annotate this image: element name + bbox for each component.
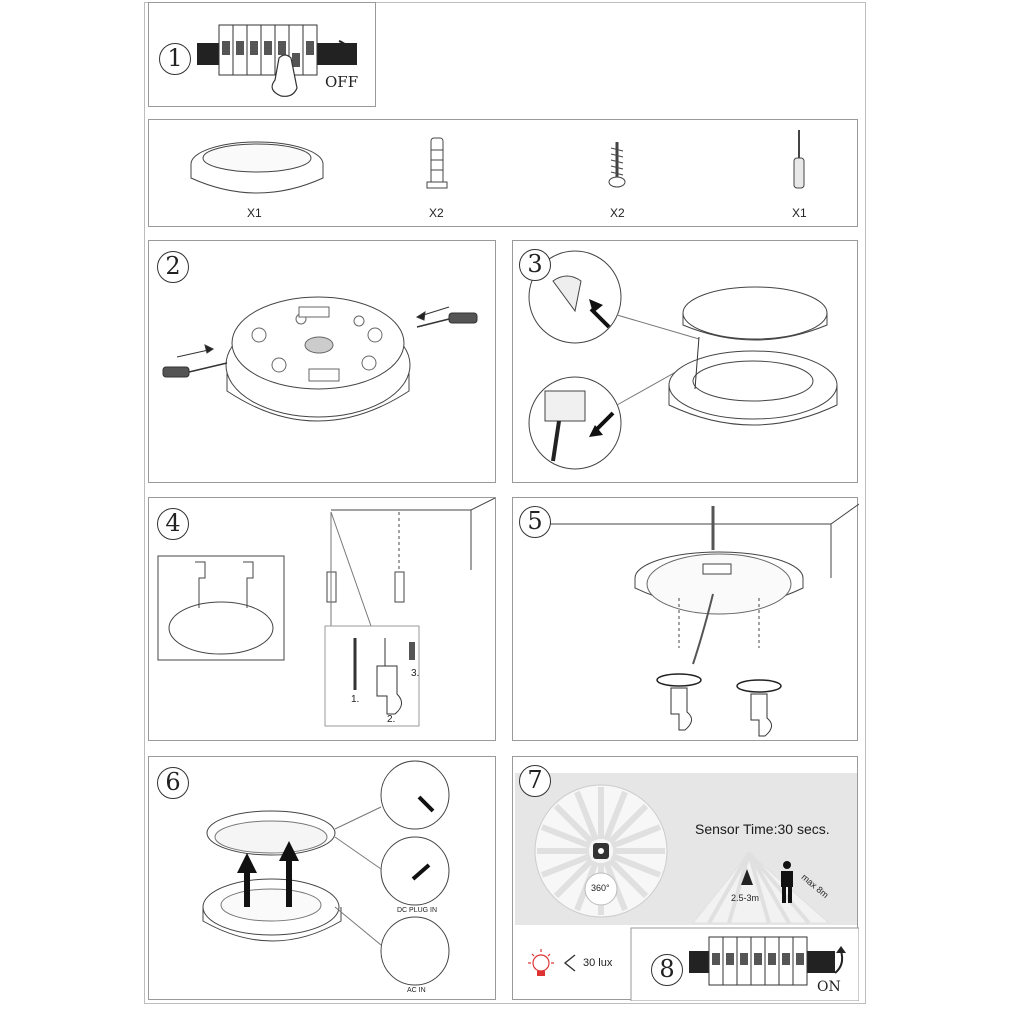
screwdriver-part <box>793 130 805 189</box>
drill-holes-illustration <box>157 498 496 727</box>
sub-step-2: 2. <box>387 714 396 725</box>
connect-cable-illustration <box>202 760 450 986</box>
step-4-panel: 4 1. 2. 3. <box>148 497 496 741</box>
step-5-panel: 5 <box>512 497 859 741</box>
step-number: 5 <box>519 506 551 538</box>
sub-step-1: 1. <box>351 694 360 705</box>
step-1-panel: 1 OFF <box>148 2 376 107</box>
on-label: ON <box>817 979 841 995</box>
step-number: 6 <box>157 767 189 799</box>
off-label: OFF <box>325 73 359 91</box>
disconnect-cable-illustration <box>528 250 838 470</box>
light-bulb-icon <box>528 949 554 976</box>
instruction-sheet <box>144 2 866 1004</box>
step-number: 4 <box>157 508 189 540</box>
step-3-panel: 3 <box>512 240 858 483</box>
qty-plug: X2 <box>429 206 444 220</box>
step-number: 7 <box>519 765 551 797</box>
wall-plug-part <box>426 137 448 189</box>
parts-illustration <box>190 130 805 194</box>
step-2-panel: 2 <box>148 240 496 483</box>
lamp-part <box>190 141 324 194</box>
sensor-range-illustration <box>528 784 859 1001</box>
step-number: 2 <box>157 251 189 283</box>
ac-in-label: AC IN <box>407 987 426 994</box>
mount-base-illustration <box>533 503 859 737</box>
step-number: 3 <box>519 249 551 281</box>
lux-label: 30 lux <box>583 957 613 969</box>
screwdriver-left <box>162 344 228 378</box>
remove-base-illustration <box>162 296 478 422</box>
qty-screwdriver: X1 <box>792 206 807 220</box>
screw-part <box>608 142 626 188</box>
qty-lamp: X1 <box>247 206 262 220</box>
height-label: 2.5-3m <box>731 893 760 903</box>
breaker-off-illustration <box>197 24 357 97</box>
step-6-panel: 6 DC PLUG IN AC IN <box>148 756 496 1000</box>
step-number: 1 <box>159 43 191 75</box>
dc-plug-label: DC PLUG IN <box>397 907 438 914</box>
qty-screw: X2 <box>610 206 625 220</box>
parts-panel: X1 X2 X2 X1 <box>148 119 858 227</box>
sub-step-3: 3. <box>411 668 420 679</box>
screwdriver-right <box>415 306 478 328</box>
angle-label: 360° <box>591 883 610 893</box>
sensor-time-label: Sensor Time:30 secs. <box>695 821 830 837</box>
step-7-panel: 7 Sensor Time:30 secs. 360° 2.5-3m max 8… <box>512 756 859 1001</box>
step-8-number: 8 <box>651 954 683 986</box>
